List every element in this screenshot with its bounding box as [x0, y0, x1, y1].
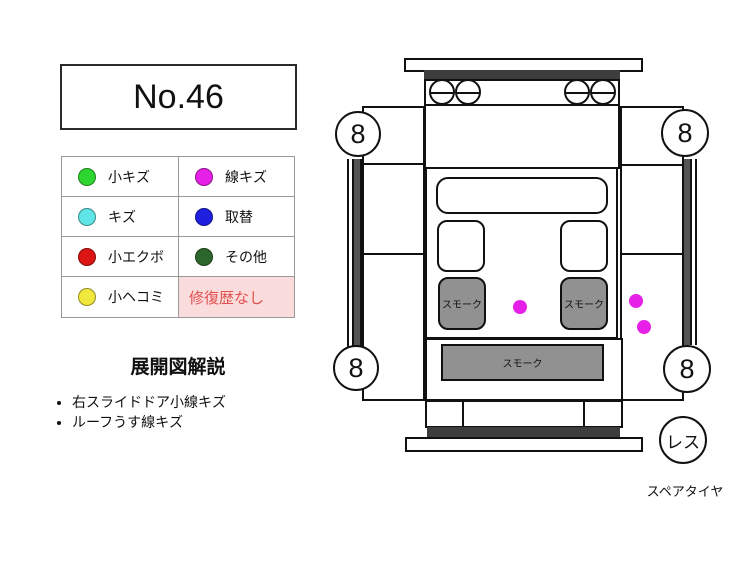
- sheet-number-box: No.46: [60, 64, 297, 130]
- legend-cell-small-scratch: 小キズ: [62, 157, 179, 197]
- rear-bumper: [405, 437, 643, 452]
- headlight-line: [566, 92, 588, 94]
- spare-tire-caption: スペアタイヤ: [646, 484, 724, 499]
- damage-note-item: 右スライドドア小線キズ: [72, 392, 318, 412]
- wheel-size-label: 8: [348, 352, 364, 383]
- smoke-label: スモーク: [442, 300, 482, 311]
- right-panel-divider: [622, 164, 682, 166]
- rear-lower-band: [425, 400, 623, 428]
- windshield: [436, 177, 608, 214]
- left-smoke-window: スモーク: [438, 277, 486, 330]
- cyan-dot-icon: [78, 207, 96, 226]
- damage-marker: [513, 300, 527, 314]
- spare-tire-less-circle: レス: [659, 416, 707, 464]
- rear-band-divider: [583, 402, 585, 426]
- right-smoke-window: スモーク: [560, 277, 608, 330]
- no-repair-history-label: 修復歴なし: [189, 289, 265, 307]
- wheel-size-label: 8: [350, 118, 366, 149]
- spare-tire-less-label: レス: [666, 432, 700, 452]
- legend-label: 取替: [225, 208, 253, 225]
- red-dot-icon: [78, 247, 96, 266]
- legend-cell-small-dent: 小ヘコミ: [62, 277, 179, 317]
- damage-marker: [629, 294, 643, 308]
- yellow-dot-icon: [78, 288, 96, 306]
- legend-cell-scratch: キズ: [62, 197, 179, 237]
- headlight-icon: [429, 79, 455, 105]
- damage-legend-table: 小キズ 線キズ キズ 取替 小エクボ その他 小ヘコミ 修復歴なし: [61, 156, 295, 318]
- legend-label: 線キズ: [225, 168, 267, 185]
- legend-label: 小キズ: [108, 168, 150, 185]
- headlight-line: [457, 92, 479, 94]
- magenta-dot-icon: [195, 167, 213, 186]
- rear-smoke-window: スモーク: [441, 344, 604, 381]
- smoke-label: スモーク: [564, 300, 604, 311]
- legend-cell-small-dimple: 小エクボ: [62, 237, 179, 277]
- sheet-number: No.46: [133, 77, 224, 116]
- headlight-icon: [564, 79, 590, 105]
- smoke-label: スモーク: [502, 359, 543, 370]
- legend-label: キズ: [108, 208, 136, 225]
- dark-green-dot-icon: [195, 247, 213, 266]
- legend-label: その他: [225, 248, 267, 265]
- legend-cell-line-scratch: 線キズ: [179, 157, 294, 197]
- diagram-commentary-title: 展開図解説: [130, 357, 226, 378]
- legend-cell-other: その他: [179, 237, 294, 277]
- front-left-wheel: 8: [335, 111, 381, 157]
- hood-panel: [424, 104, 620, 169]
- left-panel-divider: [364, 163, 423, 165]
- front-right-wheel: 8: [661, 109, 709, 157]
- wheel-size-label: 8: [677, 117, 693, 148]
- rear-band-divider: [462, 402, 464, 426]
- right-door-window: [560, 220, 608, 272]
- right-sill-outer-line: [695, 159, 697, 345]
- legend-cell-replaced: 取替: [179, 197, 294, 237]
- headlight-line: [431, 92, 453, 94]
- damage-marker: [637, 320, 651, 334]
- wheel-size-label: 8: [679, 353, 695, 384]
- left-sill-rail: [352, 159, 362, 347]
- headlight-icon: [455, 79, 481, 105]
- front-grille-strip: [424, 70, 620, 79]
- headlight-icon: [590, 79, 616, 105]
- left-sill-outer-line: [347, 159, 349, 347]
- right-panel-divider: [622, 253, 682, 255]
- green-dot-icon: [78, 167, 96, 186]
- headlight-line: [592, 92, 614, 94]
- no-repair-history-cell: 修復歴なし: [179, 277, 294, 317]
- legend-label: 小エクボ: [108, 248, 164, 265]
- left-panel-divider: [364, 253, 423, 255]
- left-door-window: [437, 220, 485, 272]
- damage-note-list: 右スライドドア小線キズ ルーフうす線キズ: [48, 392, 318, 432]
- legend-label: 小ヘコミ: [108, 289, 164, 305]
- blue-dot-icon: [195, 207, 213, 226]
- rear-left-wheel: 8: [333, 345, 379, 391]
- rear-trim-strip: [427, 427, 620, 437]
- damage-note-item: ルーフうす線キズ: [72, 412, 318, 432]
- rear-right-wheel: 8: [663, 345, 711, 393]
